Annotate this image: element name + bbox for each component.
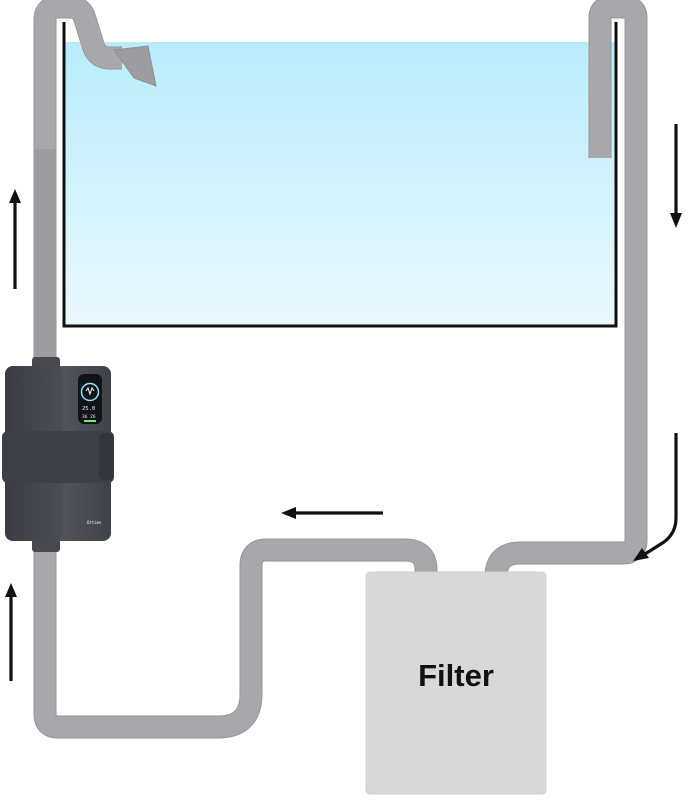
flow-arrow-up-icon — [5, 583, 17, 681]
flow-arrow-down-icon — [670, 124, 682, 228]
svg-text:25.0: 25.0 — [82, 406, 95, 412]
flow-arrow-up-icon — [9, 189, 21, 289]
svg-text:Ottime: Ottime — [87, 520, 102, 525]
filter-label: Filter — [418, 658, 494, 693]
aquarium-tank — [62, 22, 618, 328]
inline-pump-device: 25.0 36 26 Ottime — [2, 357, 114, 552]
tank-water — [64, 42, 616, 326]
flow-arrow-down-left-icon — [633, 433, 678, 561]
return-nozzle — [113, 45, 157, 87]
intake-pipe — [484, 0, 648, 589]
filter-box — [365, 571, 547, 795]
flow-arrows — [5, 124, 682, 681]
flow-arrow-left-icon — [281, 507, 383, 519]
svg-text:36 26: 36 26 — [82, 414, 96, 420]
pump-clamp-band — [2, 431, 114, 483]
filter-canister: Filter — [365, 571, 547, 795]
tank-walls — [62, 22, 618, 328]
return-pipe — [33, 0, 438, 739]
